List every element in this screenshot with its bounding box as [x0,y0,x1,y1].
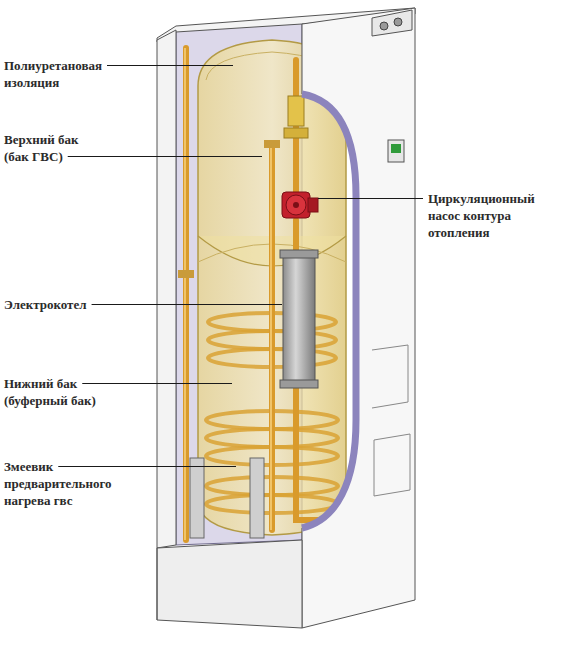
fitting [178,270,194,278]
bracket [190,458,204,538]
leader-line [107,65,233,66]
callout-label: Змеевик предварительного нагрева гвс [4,458,132,509]
fitting [284,128,308,138]
controller [372,10,412,36]
circulation-pump [282,192,318,218]
panel-detail [374,434,410,496]
bracket [250,458,264,538]
panel-detail [372,345,408,408]
tank [198,40,346,535]
leader-line [82,383,232,384]
callout-label: Нижний бак (буферный бак) [4,375,116,409]
callout-label: Полиуретановая изоляция [4,57,134,91]
electric-boiler [280,250,318,388]
leader-line [318,198,423,199]
fitting [288,96,304,126]
display [388,140,404,162]
callout-label: Верхний бак (бак ГВС) [4,131,104,165]
display-screen [391,144,401,153]
plinth-edge [157,548,158,620]
panel-cut-edge [302,94,356,528]
fitting [264,140,280,148]
front-panel [302,8,415,628]
callout-label: Циркуляционный насос контура отопления [428,190,553,241]
left-panel [157,30,176,548]
leader-lines [58,66,423,467]
callout-label: Электрокотел [4,296,124,313]
plinth [157,540,302,628]
leader-line [58,466,236,467]
leader-line [68,156,262,157]
leader-line [92,304,282,305]
